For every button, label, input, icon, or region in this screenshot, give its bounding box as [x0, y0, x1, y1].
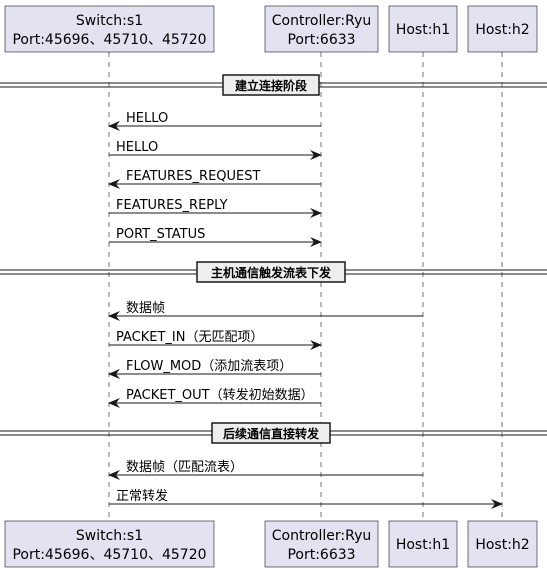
participant-port: Port:45696、45710、45720 — [12, 547, 206, 563]
message-label: FLOW_MOD（添加流表项） — [126, 359, 292, 374]
participant-name: Host:h2 — [475, 22, 529, 38]
message-label: FEATURES_REQUEST — [126, 169, 260, 184]
divider-label: 建立连接阶段 — [234, 78, 308, 93]
participant-port: Port:6633 — [287, 32, 355, 48]
participant-box — [264, 5, 379, 53]
divider-label-box — [211, 422, 331, 444]
message-label: HELLO — [116, 140, 158, 155]
participant-box — [388, 520, 458, 568]
participant-box — [4, 520, 215, 568]
divider: 建立连接阶段 — [0, 74, 547, 96]
participant-h1-bottom: Host:h1 — [388, 520, 458, 568]
participant-port: Port:6633 — [287, 547, 355, 563]
participant-name: Host:h1 — [396, 537, 450, 553]
participant-name: Host:h2 — [475, 537, 529, 553]
message-label: 数据帧（匹配流表） — [126, 460, 243, 475]
message: FLOW_MOD（添加流表项） — [108, 359, 321, 379]
message: HELLO — [109, 140, 322, 160]
message: 正常转发 — [109, 488, 503, 509]
message-label: PACKET_OUT（转发初始数据） — [126, 387, 314, 403]
divider-label-box — [196, 261, 346, 283]
message-label: HELLO — [126, 111, 168, 126]
message: PORT_STATUS — [109, 227, 322, 247]
divider-label-box — [222, 74, 320, 96]
participant-name: Controller:Ryu — [272, 13, 371, 29]
participant-name: Switch:s1 — [76, 13, 143, 29]
participant-box — [467, 520, 538, 568]
message-label: 正常转发 — [116, 488, 168, 504]
message: FEATURES_REPLY — [109, 198, 322, 218]
divider-label: 后续通信直接转发 — [223, 426, 320, 441]
message: FEATURES_REQUEST — [108, 169, 321, 189]
participant-box — [388, 5, 458, 53]
participant-name: Controller:Ryu — [272, 528, 371, 544]
message: 数据帧（匹配流表） — [108, 460, 423, 480]
message-label: PACKET_IN（无匹配项） — [116, 330, 264, 345]
participant-box — [467, 5, 538, 53]
message: PACKET_OUT（转发初始数据） — [108, 387, 321, 408]
participant-port: Port:45696、45710、45720 — [12, 32, 206, 48]
participant-h1-top: Host:h1 — [388, 5, 458, 53]
message: HELLO — [108, 111, 321, 131]
message-label: PORT_STATUS — [116, 227, 205, 242]
message-label: FEATURES_REPLY — [116, 198, 228, 213]
divider: 后续通信直接转发 — [0, 422, 547, 444]
participant-h2-bottom: Host:h2 — [467, 520, 538, 568]
divider-label: 主机通信触发流表下发 — [211, 265, 332, 280]
divider: 主机通信触发流表下发 — [0, 261, 547, 283]
message-label: 数据帧 — [126, 301, 165, 316]
participant-h2-top: Host:h2 — [467, 5, 538, 53]
message: 数据帧 — [108, 301, 423, 321]
participant-name: Host:h1 — [396, 22, 450, 38]
message: PACKET_IN（无匹配项） — [109, 330, 322, 350]
participant-box — [264, 520, 379, 568]
participant-name: Switch:s1 — [76, 528, 143, 544]
participant-box — [4, 5, 215, 53]
